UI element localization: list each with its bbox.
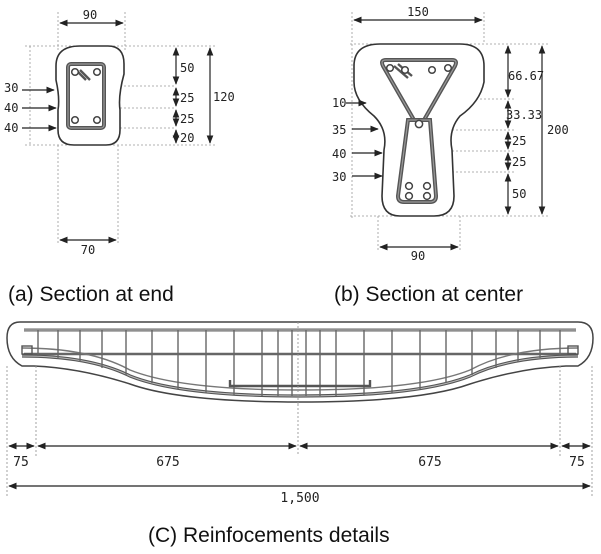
center-right-dim-5: 50 (512, 187, 526, 201)
end-left-dim-1: 30 (4, 81, 18, 95)
end-left-dim-2: 40 (4, 101, 18, 115)
span-label-4: 75 (569, 455, 585, 470)
span-label-3: 675 (418, 455, 441, 470)
center-width-top-label: 150 (407, 5, 429, 19)
beam-dimensions: 75 675 675 75 1,500 (6, 322, 593, 506)
span-label-1: 75 (13, 455, 29, 470)
beam-elevation (6, 321, 594, 403)
end-right-dim-4: 20 (180, 131, 194, 145)
end-width-top-label: 90 (83, 8, 97, 22)
section-end-rebars (70, 67, 102, 125)
center-width-bottom-label: 90 (411, 249, 425, 263)
center-left-dim-1: 10 (332, 96, 346, 110)
center-left-dim-3: 40 (332, 147, 346, 161)
end-width-bottom-label: 70 (81, 243, 95, 257)
end-right-dim-2: 25 (180, 91, 194, 105)
center-right-dim-1: 66.67 (508, 69, 544, 83)
end-left-dim-3: 40 (4, 121, 18, 135)
span-label-2: 675 (156, 455, 179, 470)
section-center-figure: 150 90 10 35 40 30 66.67 33.33 25 25 50 … (332, 5, 569, 263)
section-center-outline (353, 43, 485, 217)
end-right-dim-3: 25 (180, 112, 194, 126)
center-left-dim-4: 30 (332, 170, 346, 184)
section-end-figure: 90 70 30 40 40 50 25 25 20 120 (4, 8, 235, 257)
caption-a: (a) Section at end (8, 283, 174, 306)
center-left-dim-2: 35 (332, 123, 346, 137)
end-right-dim-1: 50 (180, 61, 194, 75)
caption-c: (C) Reinfocements details (148, 524, 390, 547)
end-total-height: 120 (213, 90, 235, 104)
center-total-height: 200 (547, 123, 569, 137)
center-right-dim-2: 33.33 (506, 108, 542, 122)
section-center-rebars (385, 63, 453, 201)
beam-bottom-bar (228, 380, 372, 388)
caption-b: (b) Section at center (334, 283, 523, 306)
total-length-label: 1,500 (280, 491, 319, 506)
center-right-dim-4: 25 (512, 155, 526, 169)
center-right-dim-3: 25 (512, 134, 526, 148)
